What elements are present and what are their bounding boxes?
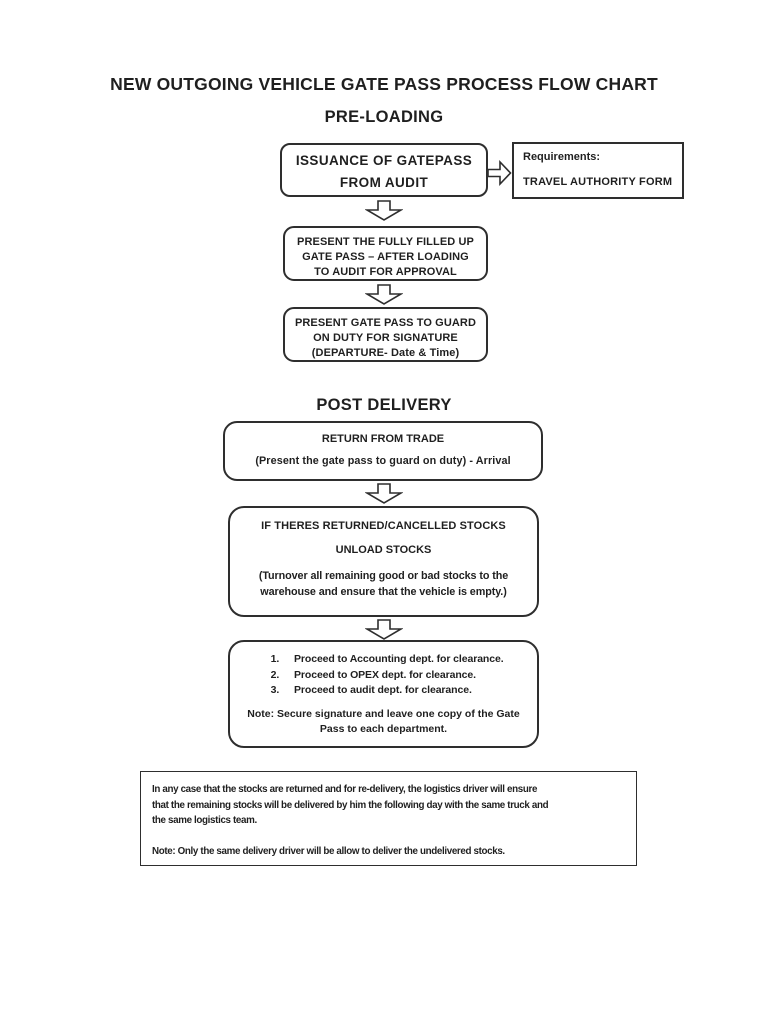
- heading-pre-loading: PRE-LOADING: [324, 108, 444, 126]
- footer-paragraph-line: In any case that the stocks are returned…: [152, 784, 538, 795]
- flow-box-guard-signature: PRESENT GATE PASS TO GUARD ON DUTY FOR S…: [283, 307, 488, 362]
- down-arrow-icon: [364, 284, 404, 305]
- clearance-note: Note: Secure signature and leave one cop…: [230, 707, 537, 737]
- footer-paragraph: In any case that the stocks are returned…: [152, 782, 636, 829]
- flow-box-line: warehouse and ensure that the vehicle is…: [260, 586, 507, 598]
- flow-box-issuance: ISSUANCE OF GATEPASS FROM AUDIT: [280, 143, 488, 197]
- clearance-item: Proceed to OPEX dept. for clearance.: [282, 668, 537, 684]
- flow-box-line: PRESENT THE FULLY FILLED UP: [297, 236, 474, 248]
- clearance-note-line: Note: Secure signature and leave one cop…: [247, 707, 520, 720]
- flow-box-line: (Present the gate pass to guard on duty)…: [255, 455, 511, 467]
- flow-box-line: ISSUANCE OF GATEPASS: [295, 153, 473, 168]
- down-arrow-icon: [364, 619, 404, 640]
- flow-box-line: (Turnover all remaining good or bad stoc…: [258, 570, 509, 582]
- down-arrow-icon: [364, 200, 404, 221]
- flow-box-line: PRESENT GATE PASS TO GUARD: [294, 317, 477, 329]
- page-title: NEW OUTGOING VEHICLE GATE PASS PROCESS F…: [110, 74, 658, 94]
- flow-box-line: (DEPARTURE- Date & Time): [311, 347, 460, 359]
- clearance-note-line: Pass to each department.: [319, 722, 448, 735]
- clearance-item: Proceed to Accounting dept. for clearanc…: [282, 652, 537, 668]
- footer-paragraph-line: the same logistics team.: [152, 815, 257, 826]
- flow-box-line: GATE PASS – AFTER LOADING: [302, 251, 469, 263]
- heading-post-delivery: POST DELIVERY: [316, 396, 452, 414]
- down-arrow-icon: [364, 483, 404, 504]
- right-arrow-icon: [487, 159, 512, 187]
- flow-box-line: FROM AUDIT: [339, 175, 429, 190]
- flow-box-line: ON DUTY FOR SIGNATURE: [313, 332, 458, 344]
- flow-box-present-gatepass: PRESENT THE FULLY FILLED UP GATE PASS – …: [283, 226, 488, 281]
- flow-box-line: RETURN FROM TRADE: [321, 433, 445, 445]
- clearance-list: Proceed to Accounting dept. for clearanc…: [230, 652, 537, 699]
- flow-box-line: UNLOAD STOCKS: [335, 544, 432, 556]
- flow-box-unload-stocks: IF THERES RETURNED/CANCELLED STOCKS UNLO…: [228, 506, 539, 617]
- footer-box: In any case that the stocks are returned…: [140, 771, 637, 866]
- footer-paragraph-line: that the remaining stocks will be delive…: [152, 799, 549, 811]
- clearance-item: Proceed to audit dept. for clearance.: [282, 683, 537, 699]
- requirements-value: TRAVEL AUTHORITY FORM: [523, 176, 673, 188]
- flow-box-clearance-steps: Proceed to Accounting dept. for clearanc…: [228, 640, 539, 748]
- flow-box-line: IF THERES RETURNED/CANCELLED STOCKS: [261, 520, 506, 532]
- flow-box-line: TO AUDIT FOR APPROVAL: [314, 266, 457, 278]
- requirements-box: Requirements: TRAVEL AUTHORITY FORM: [512, 142, 684, 199]
- flow-box-paragraph: (Turnover all remaining good or bad stoc…: [230, 568, 537, 600]
- flow-box-return-from-trade: RETURN FROM TRADE (Present the gate pass…: [223, 421, 543, 481]
- requirements-label: Requirements:: [523, 151, 601, 163]
- footer-note: Note: Only the same delivery driver will…: [152, 845, 505, 857]
